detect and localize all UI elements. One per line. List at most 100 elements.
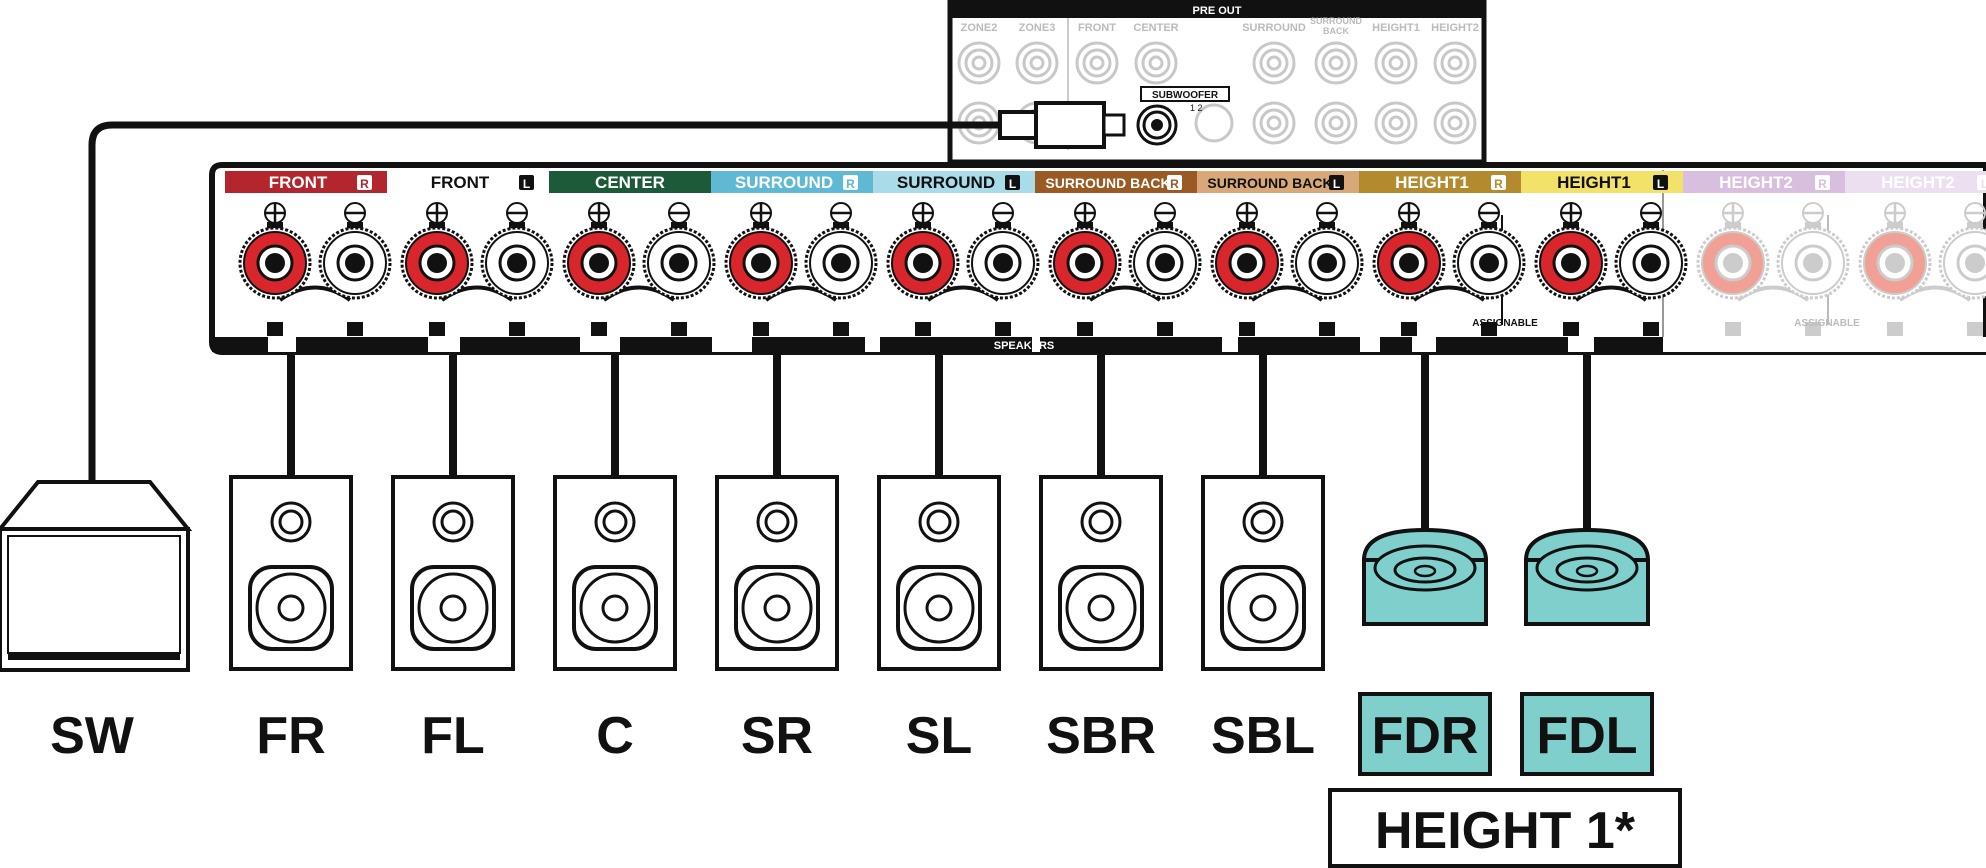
preout-title: PRE OUT	[1193, 5, 1242, 17]
channel-side: L	[523, 177, 530, 191]
speaker-label: SW	[50, 707, 135, 765]
plus-terminal[interactable]	[1534, 226, 1608, 300]
speaker-label-box	[1520, 692, 1654, 776]
minus-terminal[interactable]	[1938, 226, 1986, 300]
preout-jack-label: SURROUND	[1242, 22, 1306, 34]
minus-terminal[interactable]	[804, 226, 878, 300]
speaker-fdr	[1361, 527, 1489, 626]
channel-side: R	[1818, 177, 1827, 191]
channel-side: L	[1981, 177, 1986, 191]
preout-jack[interactable]	[1252, 101, 1296, 145]
terminal-pair[interactable]	[1372, 202, 1526, 336]
speaker-label: SR	[741, 707, 813, 765]
speaker-c	[553, 475, 677, 671]
speaker-label: FR	[256, 707, 325, 765]
minus-terminal[interactable]	[318, 226, 392, 300]
preout-jack-label: CENTER	[1133, 22, 1178, 34]
minus-terminal[interactable]	[1452, 226, 1526, 300]
channel-label: FRONT L	[387, 171, 549, 193]
preout-jack[interactable]	[1433, 41, 1477, 85]
speaker-sw	[0, 480, 193, 672]
plus-terminal[interactable]	[1372, 226, 1446, 300]
channel-name: SURROUND	[735, 173, 833, 192]
preout-jack-label: HEIGHT1	[1372, 22, 1420, 34]
speaker-label: FDR	[1372, 707, 1479, 765]
channel-label: CENTER	[549, 171, 711, 193]
preout-jack-label: HEIGHT2	[1431, 22, 1479, 34]
minus-terminal[interactable]	[1614, 226, 1688, 300]
preout-jack[interactable]	[1015, 41, 1059, 85]
group-label: HEIGHT 1*	[1375, 802, 1636, 860]
speaker-label-box	[1358, 692, 1492, 776]
terminal-pair[interactable]	[886, 202, 1040, 336]
plus-terminal[interactable]	[1858, 226, 1932, 300]
subwoofer-label: SUBWOOFER	[1152, 90, 1219, 101]
terminal-pair[interactable]	[562, 202, 716, 336]
minus-terminal[interactable]	[966, 226, 1040, 300]
speaker-label: SBR	[1046, 707, 1156, 765]
channel-side: L	[1333, 177, 1340, 191]
channel-name: SURROUND BACK	[1045, 175, 1170, 191]
plus-terminal[interactable]	[238, 226, 312, 300]
group-label-box	[1328, 788, 1682, 868]
minus-terminal[interactable]	[480, 226, 554, 300]
terminal-pair[interactable]	[724, 202, 878, 336]
terminal-pair[interactable]	[238, 202, 392, 336]
terminal-pair[interactable]	[1048, 202, 1202, 336]
preout-jack[interactable]	[1374, 41, 1418, 85]
preout-jack[interactable]	[1252, 41, 1296, 85]
speaker-fl	[391, 475, 515, 671]
plus-terminal[interactable]	[1696, 226, 1770, 300]
preout-jack[interactable]	[1134, 41, 1178, 85]
speaker-fr	[229, 475, 353, 671]
speaker-label: C	[596, 707, 634, 765]
plus-terminal[interactable]	[1048, 226, 1122, 300]
speaker-sbl	[1201, 475, 1325, 671]
terminal-pair[interactable]	[1858, 202, 1986, 336]
speaker-label: SBL	[1211, 707, 1315, 765]
channel-name: FRONT	[431, 173, 490, 192]
speaker-fdl	[1523, 527, 1651, 626]
speaker-label: SL	[906, 707, 972, 765]
plus-terminal[interactable]	[886, 226, 960, 300]
minus-terminal[interactable]	[1128, 226, 1202, 300]
plus-terminal[interactable]	[724, 226, 798, 300]
terminal-pair[interactable]	[1534, 202, 1688, 336]
channel-side: L	[1009, 177, 1016, 191]
channel-name: HEIGHT1	[1395, 173, 1469, 192]
minus-terminal[interactable]	[1776, 226, 1850, 300]
preout-jack[interactable]	[957, 41, 1001, 85]
plus-terminal[interactable]	[562, 226, 636, 300]
terminal-pair[interactable]	[1210, 202, 1364, 336]
minus-terminal[interactable]	[1290, 226, 1364, 300]
channel-side: R	[360, 177, 369, 191]
speaker-label: FDL	[1536, 707, 1637, 765]
assignable-label-1: ASSIGNABLE	[1472, 318, 1538, 329]
plus-terminal[interactable]	[1210, 226, 1284, 300]
terminal-pair[interactable]	[400, 202, 554, 336]
subwoofer-label-box	[1140, 86, 1230, 102]
plus-terminal[interactable]	[400, 226, 474, 300]
channel-label: SURROUND R	[711, 171, 873, 193]
preout-jack[interactable]	[1314, 101, 1358, 145]
preout-jack[interactable]	[1374, 101, 1418, 145]
channel-side: L	[1657, 177, 1664, 191]
minus-terminal[interactable]	[642, 226, 716, 300]
preout-jack[interactable]	[1314, 41, 1358, 85]
terminal-pair[interactable]	[1696, 202, 1850, 336]
preout-jack-label: BACK	[1323, 26, 1349, 36]
preout-jack[interactable]	[1433, 101, 1477, 145]
preout-jack-label: FRONT	[1078, 22, 1116, 34]
speaker-sbr	[1039, 475, 1163, 671]
channel-side: R	[846, 177, 855, 191]
preout-jack[interactable]	[1075, 41, 1119, 85]
